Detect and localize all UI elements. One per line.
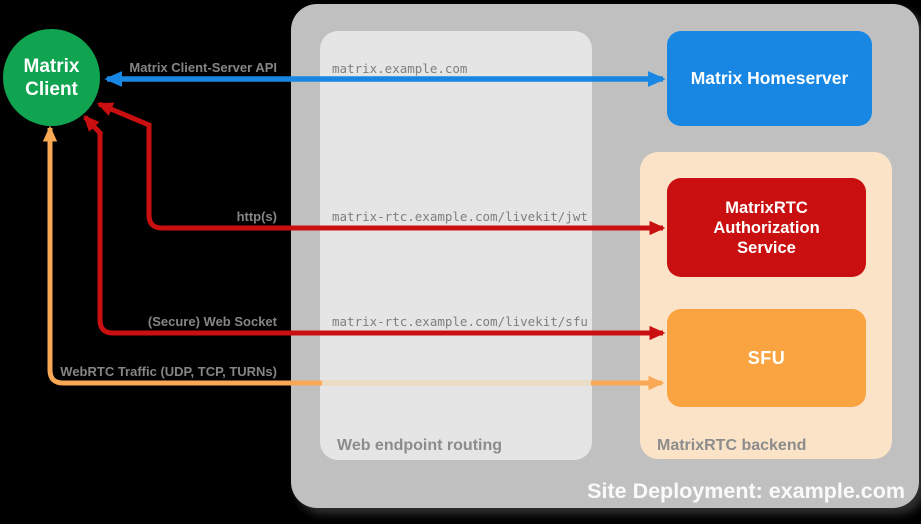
matrixrtc-authorization-service-label: MatrixRTC Authorization Service xyxy=(713,198,820,257)
endpoint-livekit-sfu: matrix-rtc.example.com/livekit/sfu xyxy=(332,314,588,329)
sfu-node: SFU xyxy=(667,309,866,407)
matrix-homeserver-label: Matrix Homeserver xyxy=(690,68,849,88)
endpoint-livekit-jwt: matrix-rtc.example.com/livekit/jwt xyxy=(332,209,588,224)
web-endpoint-routing-caption: Web endpoint routing xyxy=(337,437,503,454)
matrix-client-label: Matrix Client xyxy=(23,55,80,100)
matrix-client-node: Matrix Client xyxy=(3,29,100,126)
client-server-api-label: Matrix Client-Server API xyxy=(129,60,277,75)
matrixrtc-backend-caption: MatrixRTC backend xyxy=(657,437,807,454)
sfu-label: SFU xyxy=(747,347,786,368)
site-deployment-title: Site Deployment: example.com xyxy=(587,479,905,503)
matrixrtc-authorization-service-node: MatrixRTC Authorization Service xyxy=(667,178,866,277)
endpoint-matrix: matrix.example.com xyxy=(332,61,468,76)
web-endpoint-routing-region xyxy=(320,31,592,460)
matrix-homeserver-node: Matrix Homeserver xyxy=(667,31,872,126)
https-label: http(s) xyxy=(236,209,277,224)
webrtc-traffic-label: WebRTC Traffic (UDP, TCP, TURNs) xyxy=(60,364,277,379)
web-socket-label: (Secure) Web Socket xyxy=(147,314,277,329)
